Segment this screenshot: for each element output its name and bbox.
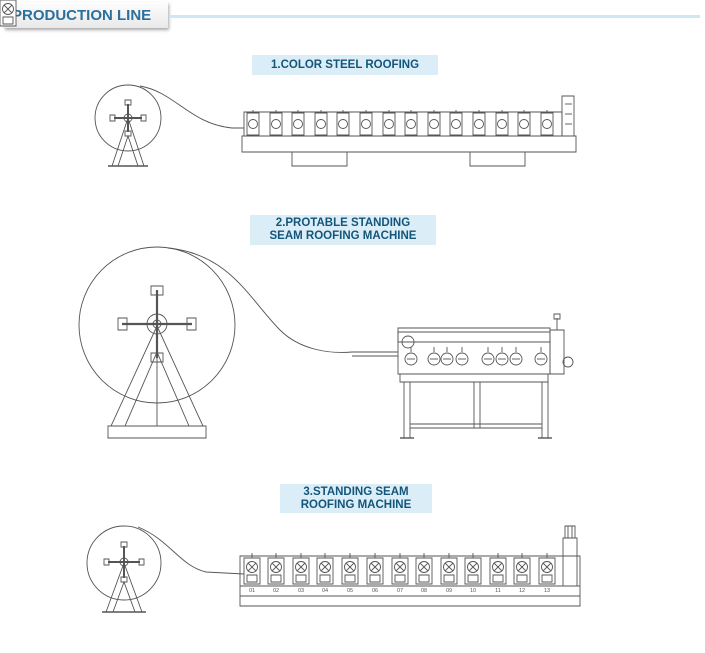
caption-portable-standing-seam: 2.PROTABLE STANDING SEAM ROOFING MACHINE [250, 215, 436, 245]
caption-color-steel-roofing: 1.COLOR STEEL ROOFING [252, 55, 438, 75]
caption-line: SEAM ROOFING MACHINE [269, 230, 417, 242]
caption-line: ROOFING MACHINE [300, 499, 412, 511]
station-number: 05 [347, 588, 353, 594]
line-2-decoiler [79, 247, 235, 438]
station-number: 06 [372, 588, 378, 594]
station-number: 04 [322, 588, 328, 594]
line-1-sheet [140, 86, 244, 128]
page-title: PRODUCTION LINE [4, 2, 168, 28]
station-number: 07 [397, 588, 403, 594]
caption-standing-seam-roofing: 3.STANDING SEAM ROOFING MACHINE [280, 484, 432, 513]
station-number: 01 [249, 588, 255, 594]
header-divider [170, 15, 700, 18]
station-number: 13 [544, 588, 550, 594]
station-number: 12 [519, 588, 525, 594]
caption-line: 3.STANDING SEAM [303, 486, 409, 498]
station-number: 02 [273, 588, 279, 594]
page-title-text: PRODUCTION LINE [12, 6, 152, 24]
line-3-sheet [138, 527, 244, 574]
caption-line: 2.PROTABLE STANDING [275, 217, 411, 229]
station-number: 11 [495, 588, 501, 594]
station-number: 09 [446, 588, 452, 594]
station-number: 03 [298, 588, 304, 594]
line-2-sheet [168, 248, 398, 352]
caption-line: 1.COLOR STEEL ROOFING [270, 59, 420, 71]
line-1-decoiler [95, 85, 161, 166]
line-3-decoiler [87, 526, 161, 612]
line-1-roll-former [0, 0, 576, 166]
station-number: 08 [421, 588, 427, 594]
line-3-station-numbers: 01 02 03 04 05 06 07 08 09 10 11 12 13 [249, 588, 550, 594]
station-number: 10 [470, 588, 476, 594]
line-3-roll-former [0, 0, 580, 606]
line-2-roll-former [0, 0, 573, 438]
